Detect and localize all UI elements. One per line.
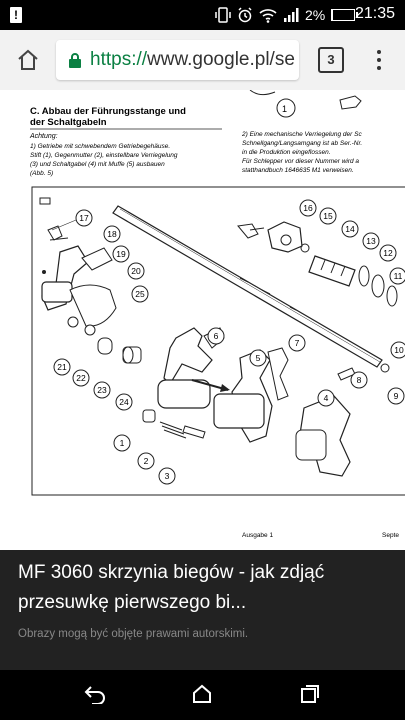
- part-label: 16: [303, 203, 313, 213]
- overflow-menu-icon[interactable]: [376, 48, 382, 72]
- section-title-2: der Schaltgabeln: [30, 117, 107, 128]
- home-nav-icon[interactable]: [192, 684, 212, 704]
- footer-right: Septe: [382, 532, 399, 539]
- url-text[interactable]: https://www.google.pl/se: [90, 49, 295, 71]
- part-label: 3: [165, 471, 170, 481]
- address-bar[interactable]: https://www.google.pl/se: [56, 40, 299, 80]
- clock: 21:35: [354, 5, 395, 22]
- alert-icon: !: [10, 7, 22, 23]
- part-label: 1: [120, 438, 125, 448]
- part-label: 25: [135, 289, 145, 299]
- tab-switcher-button[interactable]: 3: [318, 47, 344, 73]
- part-label: 2: [144, 456, 149, 466]
- status-bar: ! 2% 21:35: [0, 0, 405, 30]
- right-note-line: Schnellgang/Langsamgang ist ab Ser.-Nr.: [242, 140, 362, 147]
- back-icon[interactable]: [84, 684, 106, 704]
- note-line: (Abb. 5): [30, 170, 53, 177]
- achtung-label: Achtung:: [29, 133, 58, 140]
- vibrate-icon: [215, 7, 231, 23]
- lock-icon: [69, 53, 81, 68]
- right-note-line: statthandbuch 1646635 M1 verweisen.: [242, 167, 354, 174]
- part-label: 11: [394, 271, 403, 281]
- result-title[interactable]: MF 3060 skrzynia biegów - jak zdjąć prze…: [18, 562, 325, 613]
- right-note-line: Für Schlepper vor dieser Nummer wird a: [242, 158, 359, 165]
- note-line: Stift (1), Gegenmutter (2), einstellbare…: [30, 152, 178, 159]
- copyright-note: Obrazy mogą być objęte prawami autorskim…: [18, 628, 249, 640]
- part-label: 4: [324, 393, 329, 403]
- url-host: www.google.pl/se: [147, 49, 295, 70]
- part-label: 12: [383, 248, 393, 258]
- part-label: 8: [357, 375, 362, 385]
- part-label: 1: [282, 104, 287, 114]
- url-scheme: https://: [90, 49, 148, 70]
- part-label: 9: [394, 391, 399, 401]
- right-note-line: in die Produktion eingeflossen.: [242, 149, 331, 156]
- part-label: 22: [76, 373, 86, 383]
- part-label: 5: [256, 353, 261, 363]
- part-label: 20: [131, 266, 141, 276]
- part-label: 17: [79, 213, 89, 223]
- note-line: (3) und Schaltgabel (4) mit Muffe (5) au…: [30, 161, 165, 168]
- signal-icon: [284, 8, 299, 22]
- part-label: 13: [366, 236, 376, 246]
- home-icon[interactable]: [16, 48, 40, 72]
- part-label: 24: [119, 397, 129, 407]
- battery-percent: 2%: [305, 7, 326, 23]
- footer-left: Ausgabe 1: [242, 532, 273, 539]
- part-label: 19: [116, 249, 126, 259]
- part-label: 18: [107, 229, 117, 239]
- navigation-bar: [0, 670, 405, 720]
- part-label: 21: [57, 362, 67, 372]
- browser-toolbar: https://www.google.pl/se 3: [0, 30, 405, 91]
- part-label: 15: [323, 211, 333, 221]
- part-label: 10: [394, 345, 404, 355]
- note-line: 1) Getriebe mit schwebendem Getriebegehä…: [30, 143, 170, 150]
- alarm-icon: [238, 7, 252, 23]
- wifi-icon: [259, 9, 277, 23]
- part-label: 7: [295, 338, 300, 348]
- status-icons: 2%: [215, 6, 359, 24]
- image-preview[interactable]: 1 C. Abbau der Führungsstange und der Sc…: [0, 90, 405, 550]
- part-label: 23: [97, 385, 107, 395]
- technical-drawing: 1 C. Abbau der Führungsstange und der Sc…: [29, 90, 405, 539]
- image-caption-panel[interactable]: MF 3060 skrzynia biegów - jak zdjąć prze…: [0, 550, 405, 670]
- section-title: C. Abbau der Führungsstange und: [30, 106, 186, 117]
- battery-icon: [331, 9, 359, 21]
- part-label: 14: [345, 224, 355, 234]
- right-note-line: 2) Eine mechanische Verriegelung der Sc: [241, 131, 362, 138]
- recents-icon[interactable]: [300, 684, 320, 704]
- part-label: 6: [214, 331, 219, 341]
